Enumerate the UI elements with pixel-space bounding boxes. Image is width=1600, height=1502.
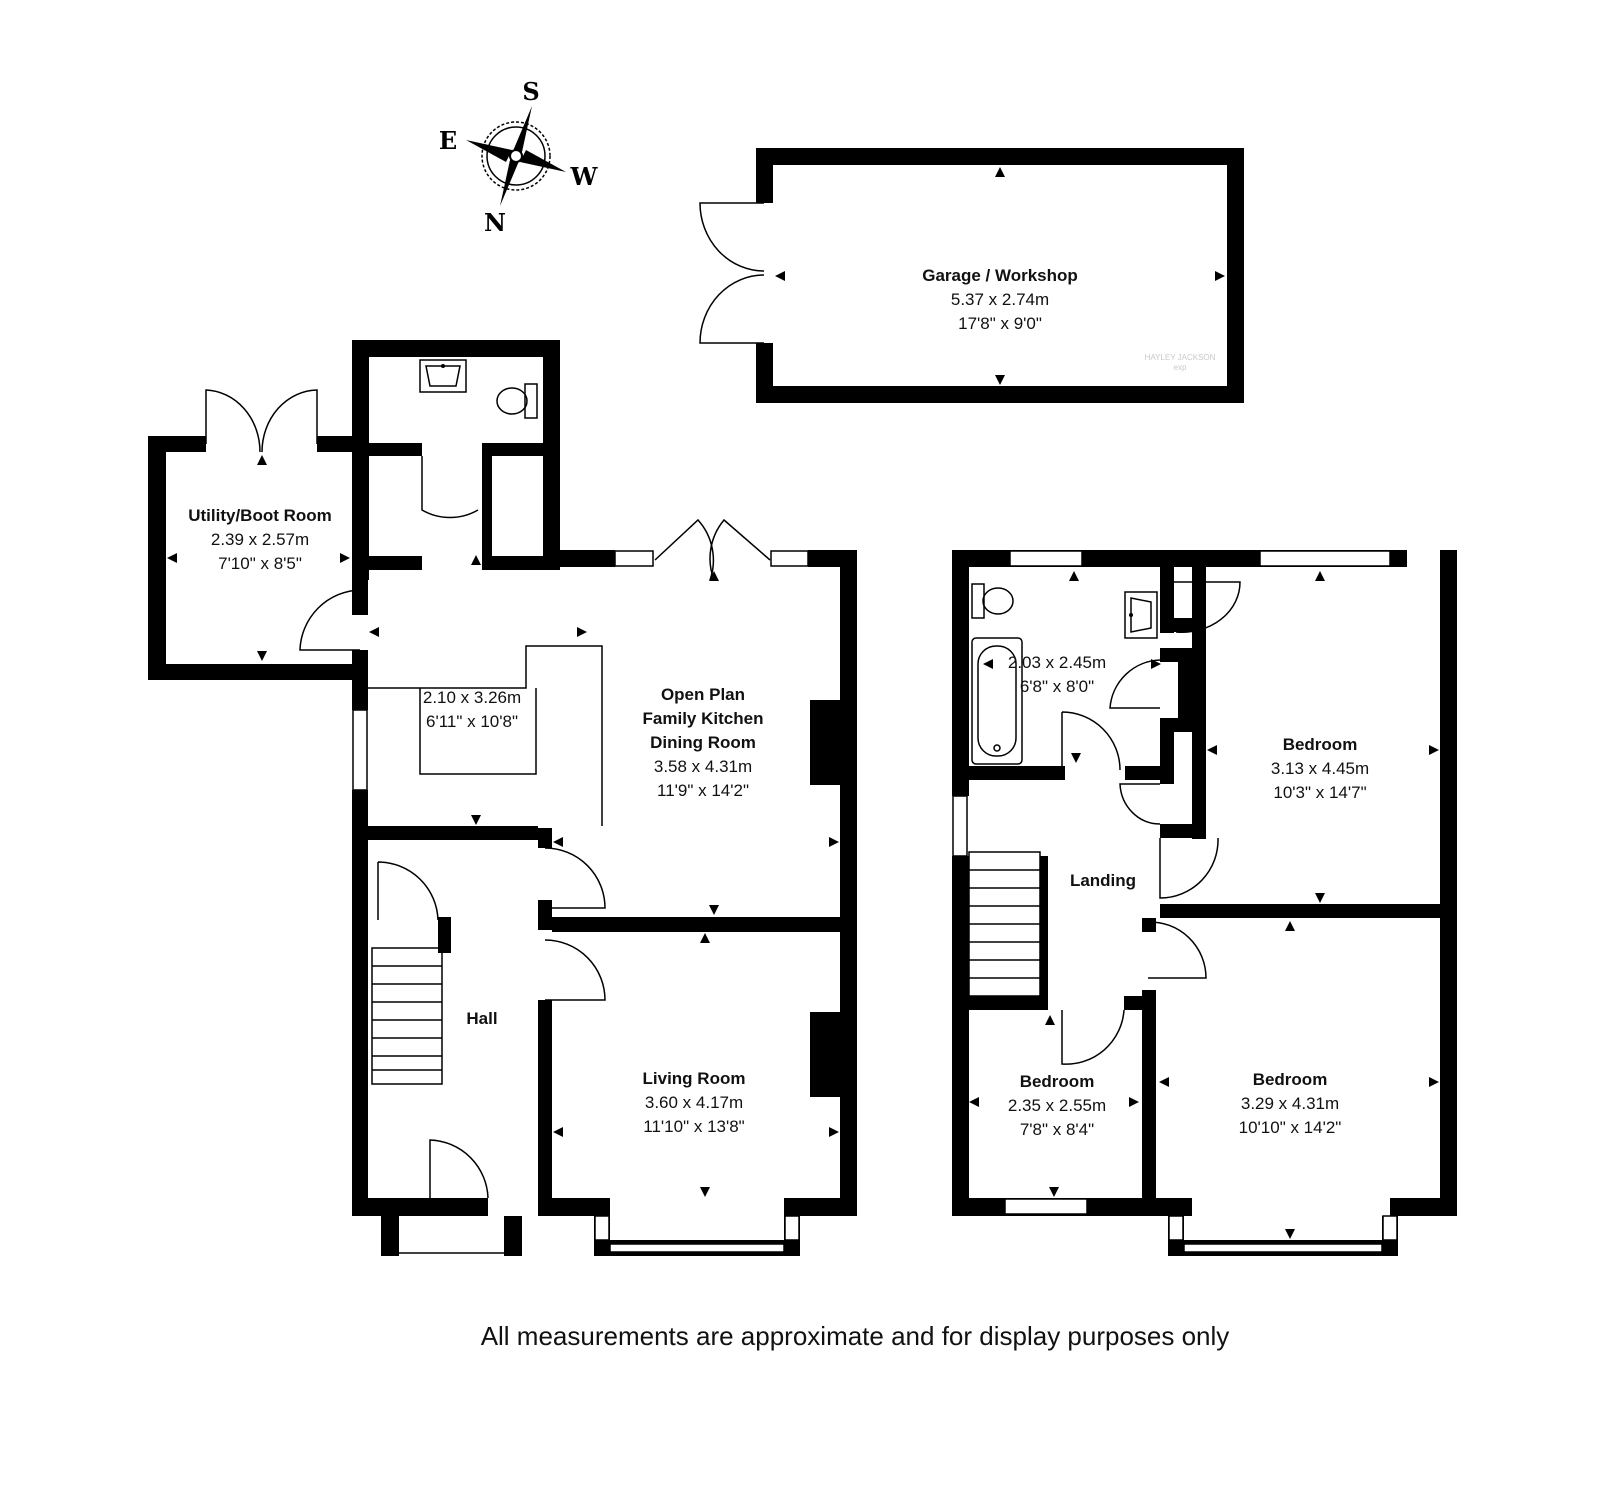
landing-staircase bbox=[968, 851, 1041, 997]
landing-name: Landing bbox=[1070, 871, 1136, 890]
utility-metric: 2.39 x 2.57m bbox=[211, 530, 309, 549]
living-metric: 3.60 x 4.17m bbox=[645, 1093, 743, 1112]
dimension-arrow-icon bbox=[829, 837, 839, 847]
compass-south-label: S bbox=[522, 77, 539, 106]
disclaimer-text: All measurements are approximate and for… bbox=[481, 1321, 1230, 1351]
dimension-arrow-icon bbox=[1045, 1015, 1055, 1025]
ground-floor-doors bbox=[205, 389, 771, 1199]
garage-metric: 5.37 x 2.74m bbox=[951, 290, 1049, 309]
bedroom1-name: Bedroom bbox=[1283, 735, 1358, 754]
dimension-arrow-icon bbox=[553, 1127, 563, 1137]
watermark-line2: exp bbox=[1174, 363, 1187, 372]
dimension-arrow-icon bbox=[340, 553, 350, 563]
living-imperial: 11'10" x 13'8" bbox=[643, 1117, 744, 1136]
dimension-arrow-icon bbox=[471, 555, 481, 565]
dimension-arrow-icon bbox=[1285, 1229, 1295, 1239]
garage-double-door bbox=[699, 202, 765, 344]
bedroom3-imperial: 10'10" x 14'2" bbox=[1239, 1118, 1342, 1137]
compass-east-label: E bbox=[439, 126, 457, 155]
bathroom-imperial: 6'8" x 8'0" bbox=[1020, 677, 1094, 696]
garage-name: Garage / Workshop bbox=[922, 266, 1078, 285]
dimension-arrow-icon bbox=[1315, 893, 1325, 903]
dimension-arrow-icon bbox=[1071, 753, 1081, 763]
dimension-arrow-icon bbox=[1215, 271, 1225, 281]
dimension-arrow-icon bbox=[1049, 1187, 1059, 1197]
dimension-arrow-icon bbox=[369, 627, 379, 637]
bedroom3-name: Bedroom bbox=[1253, 1070, 1328, 1089]
bedroom2-imperial: 7'8" x 8'4" bbox=[1020, 1120, 1094, 1139]
compass-rose-icon bbox=[466, 106, 566, 206]
dimension-arrow-icon bbox=[1285, 921, 1295, 931]
dimension-arrow-icon bbox=[995, 167, 1005, 177]
open-plan-metric: 3.58 x 4.31m bbox=[654, 757, 752, 776]
kitchen-area-metric: 2.10 x 3.26m bbox=[423, 688, 521, 707]
dimension-arrow-icon bbox=[1069, 571, 1079, 581]
dimension-arrow-icon bbox=[700, 1187, 710, 1197]
open-plan-imperial: 11'9" x 14'2" bbox=[657, 781, 749, 800]
dimension-arrow-icon bbox=[167, 553, 177, 563]
dimension-arrow-icon bbox=[709, 571, 719, 581]
dimension-arrow-icon bbox=[700, 933, 710, 943]
hall-staircase bbox=[371, 947, 443, 1085]
first-floor-doors bbox=[1061, 581, 1241, 1065]
dimension-arrow-icon bbox=[829, 1127, 839, 1137]
dimension-arrow-icon bbox=[995, 375, 1005, 385]
dimension-arrow-icon bbox=[257, 455, 267, 465]
ground-floor-walls bbox=[148, 340, 857, 1256]
dimension-arrow-icon bbox=[1429, 1077, 1439, 1087]
first-floor-fixtures bbox=[968, 583, 1158, 997]
bathroom-metric: 2.03 x 2.45m bbox=[1008, 653, 1106, 672]
dimension-arrow-icon bbox=[969, 1097, 979, 1107]
open-plan-name-line1: Open Plan bbox=[661, 685, 745, 704]
dimension-arrow-icon bbox=[1129, 1097, 1139, 1107]
utility-name: Utility/Boot Room bbox=[188, 506, 332, 525]
dimension-arrow-icon bbox=[471, 815, 481, 825]
compass-north-label: N bbox=[484, 208, 506, 237]
dimension-arrow-icon bbox=[983, 659, 993, 669]
garage-walls bbox=[756, 148, 1244, 403]
bedroom1-metric: 3.13 x 4.45m bbox=[1271, 759, 1369, 778]
dimension-arrow-icon bbox=[1315, 571, 1325, 581]
garage-imperial: 17'8" x 9'0" bbox=[958, 314, 1042, 333]
dimension-arrow-icon bbox=[577, 627, 587, 637]
dimension-arrow-icon bbox=[1429, 745, 1439, 755]
living-name: Living Room bbox=[643, 1069, 746, 1088]
bedroom2-metric: 2.35 x 2.55m bbox=[1008, 1096, 1106, 1115]
dimension-markers bbox=[167, 167, 1439, 1239]
ground-floor-fixtures bbox=[368, 359, 603, 1085]
bedroom3-metric: 3.29 x 4.31m bbox=[1241, 1094, 1339, 1113]
dimension-arrow-icon bbox=[553, 837, 563, 847]
compass-west-label: W bbox=[570, 162, 599, 191]
kitchen-area-imperial: 6'11" x 10'8" bbox=[426, 712, 518, 731]
dimension-arrow-icon bbox=[1159, 1077, 1169, 1087]
bedroom2-name: Bedroom bbox=[1020, 1072, 1095, 1091]
dimension-arrow-icon bbox=[709, 905, 719, 915]
dimension-arrow-icon bbox=[1207, 745, 1217, 755]
dimension-arrow-icon bbox=[775, 271, 785, 281]
bedroom1-imperial: 10'3" x 14'7" bbox=[1273, 783, 1366, 802]
open-plan-name-line3: Dining Room bbox=[650, 733, 756, 752]
dimension-arrow-icon bbox=[257, 651, 267, 661]
open-plan-name-line2: Family Kitchen bbox=[643, 709, 764, 728]
dimension-arrow-icon bbox=[1151, 659, 1161, 669]
hall-name: Hall bbox=[466, 1009, 497, 1028]
ground-floor-windows bbox=[352, 550, 809, 1253]
watermark-line1: HAYLEY JACKSON bbox=[1145, 353, 1216, 362]
utility-imperial: 7'10" x 8'5" bbox=[218, 554, 302, 573]
first-floor-windows bbox=[952, 550, 1398, 1253]
